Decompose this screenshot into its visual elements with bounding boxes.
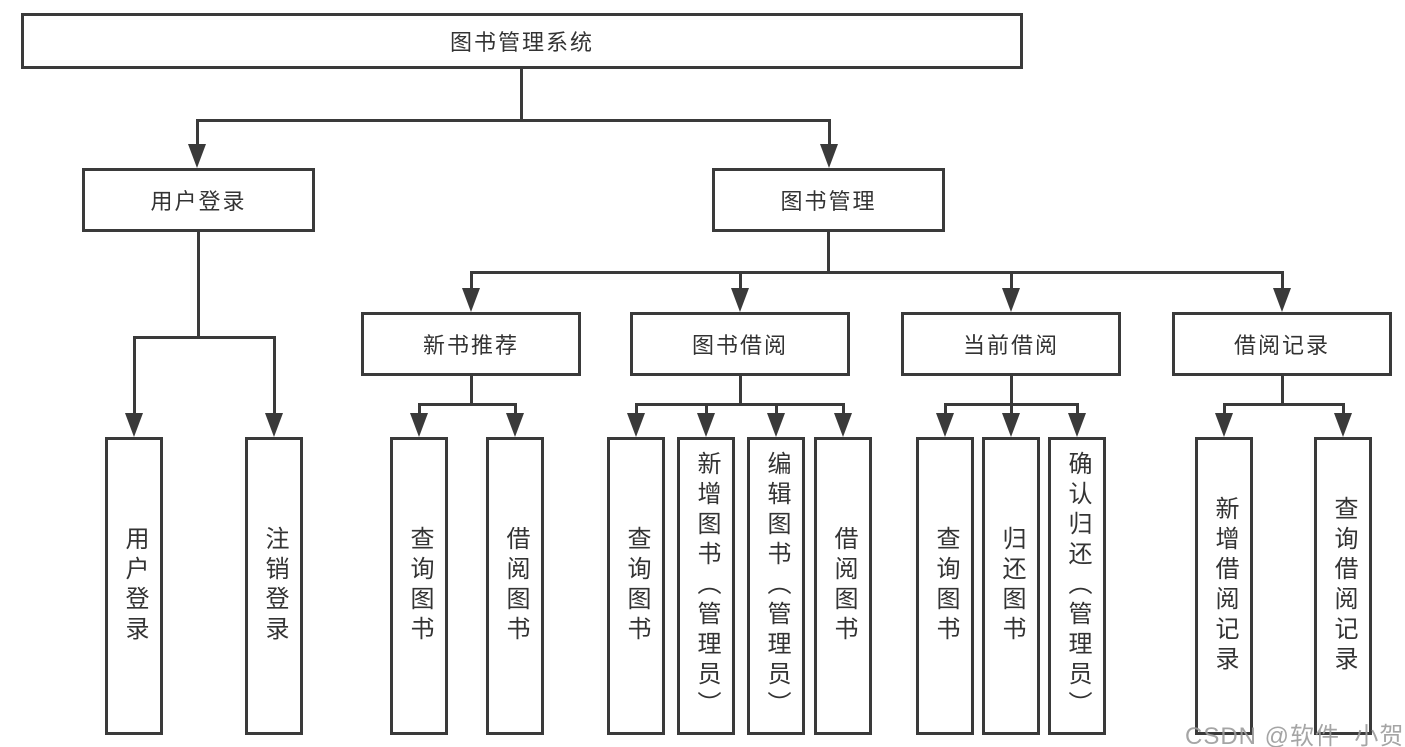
node-label: 图书管理 [780, 189, 877, 214]
node-label: 查询图书 [406, 526, 433, 646]
leaf-return-books: 归还图书 [982, 437, 1040, 735]
arrow-down-icon [767, 413, 785, 437]
node-book-borrowing: 图书借阅 [630, 312, 850, 376]
node-label: 借阅记录 [1233, 333, 1330, 358]
arrow-down-icon [1334, 413, 1352, 437]
arrow-down-icon [462, 288, 480, 312]
node-label: 用户登录 [121, 526, 148, 646]
connector-to-new-book-recommend [470, 271, 473, 304]
node-label: 图书借阅 [691, 333, 788, 358]
connector-to-user-login [196, 119, 199, 160]
leaf-user-login: 用户登录 [105, 437, 163, 735]
leaf-logout: 注销登录 [245, 437, 303, 735]
node-label: 新增借阅记录 [1211, 496, 1238, 676]
node-label: 查询图书 [932, 526, 959, 646]
connector-user-login-trunk [197, 232, 200, 339]
arrow-down-icon [834, 413, 852, 437]
leaf-query-books-current: 查询图书 [916, 437, 974, 735]
arrow-down-icon [1068, 413, 1086, 437]
node-label: 借阅图书 [502, 526, 529, 646]
arrow-down-icon [506, 413, 524, 437]
connector-root-bar [196, 119, 831, 122]
node-current-borrowing: 当前借阅 [901, 312, 1121, 376]
connector-to-leaf-logout [273, 336, 276, 429]
arrow-down-icon [627, 413, 645, 437]
node-label: 编辑图书（管理员） [763, 451, 790, 721]
node-user-login: 用户登录 [82, 168, 315, 232]
arrow-down-icon [697, 413, 715, 437]
connector-borrowing-records-bar [1223, 403, 1344, 406]
node-label: 借阅图书 [830, 526, 857, 646]
leaf-confirm-return-admin: 确认归还（管理员） [1048, 437, 1106, 735]
connector-current-borrowing-trunk [1010, 376, 1013, 406]
connector-borrowing-records-trunk [1281, 376, 1284, 406]
connector-to-book-borrowing [739, 271, 742, 304]
csdn-watermark: CSDN @软件_小贺同学 [1185, 723, 1405, 747]
leaf-edit-book-admin: 编辑图书（管理员） [747, 437, 805, 735]
arrow-down-icon [731, 288, 749, 312]
node-label: 注销登录 [261, 526, 288, 646]
arrow-down-icon [188, 144, 206, 168]
arrow-down-icon [936, 413, 954, 437]
node-label: 新增图书（管理员） [693, 451, 720, 721]
connector-to-book-management [828, 119, 831, 160]
arrow-down-icon [1002, 288, 1020, 312]
node-borrowing-records: 借阅记录 [1172, 312, 1392, 376]
connector-new-book-bar [418, 403, 517, 406]
leaf-query-books-borrowing: 查询图书 [607, 437, 665, 735]
connector-user-login-bar [133, 336, 275, 339]
connector-new-book-trunk [470, 376, 473, 406]
node-label: 确认归还（管理员） [1064, 451, 1091, 721]
arrow-down-icon [125, 413, 143, 437]
arrow-down-icon [1273, 288, 1291, 312]
connector-book-management-trunk [827, 232, 830, 274]
connector-book-borrowing-bar [635, 403, 845, 406]
arrow-down-icon [410, 413, 428, 437]
arrow-down-icon [1002, 413, 1020, 437]
node-library-management-system: 图书管理系统 [21, 13, 1023, 69]
node-label: 查询借阅记录 [1330, 496, 1357, 676]
node-label: 归还图书 [998, 526, 1025, 646]
connector-to-leaf-user-login [133, 336, 136, 429]
node-label: 查询图书 [623, 526, 650, 646]
node-book-management: 图书管理 [712, 168, 945, 232]
connector-to-current-borrowing [1010, 271, 1013, 304]
node-label: 用户登录 [150, 189, 247, 214]
leaf-add-book-admin: 新增图书（管理员） [677, 437, 735, 735]
node-label: 图书管理系统 [449, 30, 594, 55]
connector-to-borrowing-records [1281, 271, 1284, 304]
connector-book-borrowing-trunk [739, 376, 742, 406]
node-new-book-recommend: 新书推荐 [361, 312, 581, 376]
arrow-down-icon [1215, 413, 1233, 437]
leaf-add-borrow-record: 新增借阅记录 [1195, 437, 1253, 735]
leaf-borrow-books-recommend: 借阅图书 [486, 437, 544, 735]
node-label: 新书推荐 [422, 333, 519, 358]
connector-book-management-bar [470, 271, 1283, 274]
node-label: 当前借阅 [962, 333, 1059, 358]
connector-root-trunk [520, 69, 523, 120]
leaf-query-borrow-record: 查询借阅记录 [1314, 437, 1372, 735]
arrow-down-icon [265, 413, 283, 437]
leaf-query-books-recommend: 查询图书 [390, 437, 448, 735]
leaf-borrow-books-borrowing: 借阅图书 [814, 437, 872, 735]
arrow-down-icon [820, 144, 838, 168]
